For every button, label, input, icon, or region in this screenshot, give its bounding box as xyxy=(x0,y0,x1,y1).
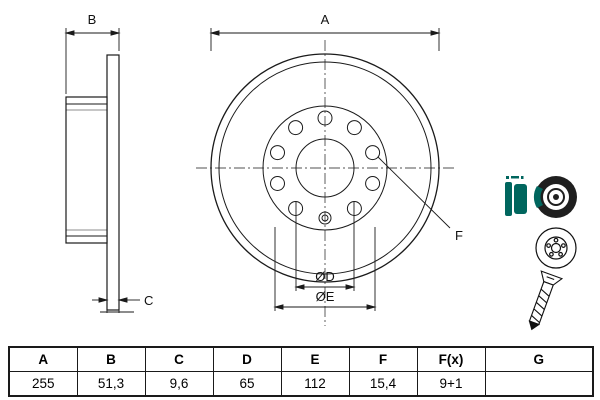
disc-front-view xyxy=(196,40,454,326)
col-header-f: F xyxy=(348,346,418,372)
brake-pad-icon xyxy=(505,176,527,216)
locating-hole xyxy=(318,211,332,225)
dimension-f-leader: F xyxy=(377,156,463,243)
col-header-e: E xyxy=(280,346,350,372)
value-fx: 9+1 xyxy=(416,371,486,397)
screw-icon xyxy=(528,270,564,331)
dimension-a: A xyxy=(209,12,441,51)
col-header-c: C xyxy=(144,346,214,372)
drawing-canvas: B C xyxy=(64,12,577,331)
dim-label-e: ØE xyxy=(316,289,335,304)
col-header-d: D xyxy=(212,346,282,372)
bolt-holes xyxy=(270,110,381,216)
dim-label-b: B xyxy=(88,12,97,27)
value-e: 112 xyxy=(280,371,350,397)
value-b: 51,3 xyxy=(76,371,146,397)
spec-table-header-row: A B C D E F F(x) G xyxy=(8,346,594,372)
disc-side-view xyxy=(65,54,120,311)
spec-table: A B C D E F F(x) G 255 51,3 9,6 65 112 1… xyxy=(8,346,594,397)
product-icons xyxy=(505,176,577,331)
spec-table-value-row: 255 51,3 9,6 65 112 15,4 9+1 xyxy=(8,371,594,397)
value-d: 65 xyxy=(212,371,282,397)
brake-disc-icon xyxy=(535,227,577,269)
dim-label-d: ØD xyxy=(315,269,335,284)
dimension-e: ØE xyxy=(273,227,377,311)
hub-cap-icon xyxy=(533,176,577,218)
col-header-b: B xyxy=(76,346,146,372)
dim-label-f: F xyxy=(455,228,463,243)
value-c: 9,6 xyxy=(144,371,214,397)
dimension-c: C xyxy=(92,293,153,313)
col-header-fx: F(x) xyxy=(416,346,486,372)
value-a: 255 xyxy=(8,371,78,397)
technical-drawing: B C xyxy=(64,12,577,331)
col-header-a: A xyxy=(8,346,78,372)
dimension-d: ØD xyxy=(294,202,356,291)
value-g xyxy=(484,371,594,397)
col-header-g: G xyxy=(484,346,594,372)
dim-label-a: A xyxy=(321,12,330,27)
value-f: 15,4 xyxy=(348,371,418,397)
dimension-b: B xyxy=(64,12,121,94)
dim-label-c: C xyxy=(144,293,153,308)
